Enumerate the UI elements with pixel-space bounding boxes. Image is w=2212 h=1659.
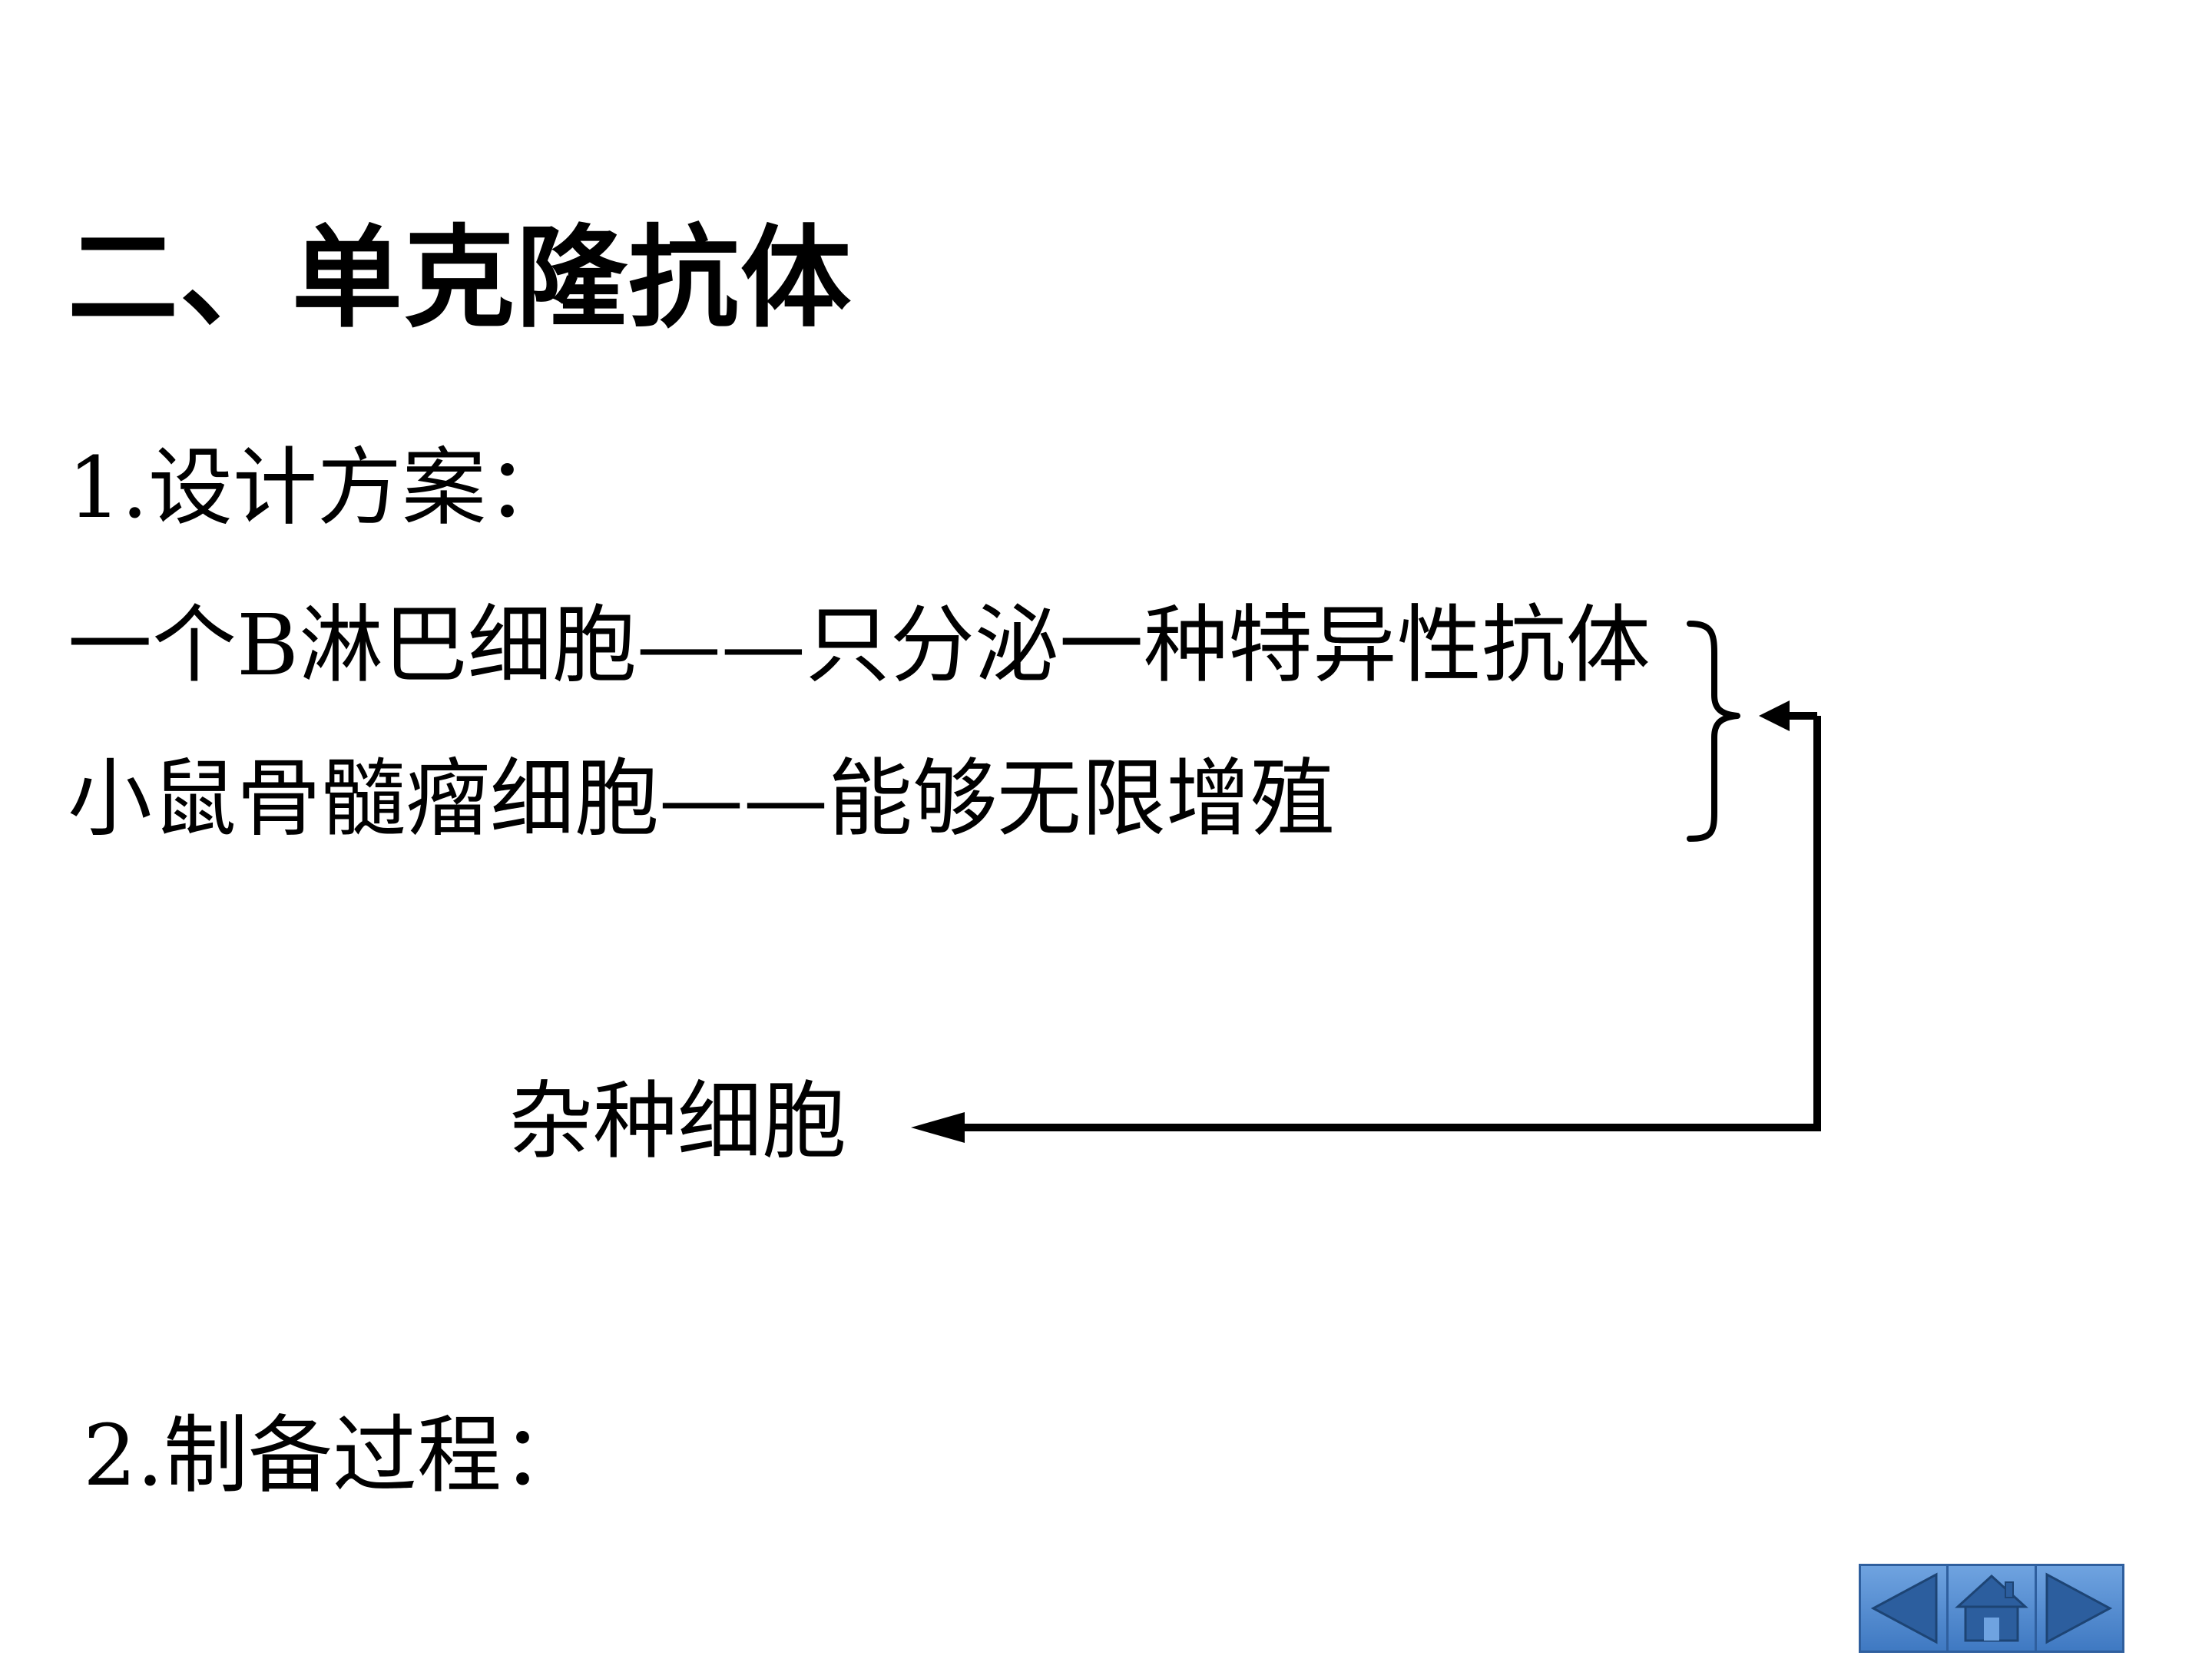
next-button[interactable] — [2036, 1566, 2122, 1651]
section-1-heading: 1.设计方案： — [68, 439, 571, 537]
navigation-bar — [1859, 1564, 2124, 1653]
myeloma-cell-line: 小鼠骨髓瘤细胞——能够无限增殖 — [68, 750, 1335, 848]
triangle-left-icon — [1870, 1572, 1938, 1644]
section-2-heading: 2.制备过程： — [83, 1406, 586, 1505]
curly-brace — [1687, 621, 1740, 842]
arrowhead-bottom — [911, 1112, 965, 1143]
slide-title: 二、单克隆抗体 — [68, 214, 853, 343]
home-button[interactable] — [1949, 1566, 2037, 1651]
hybrid-cell-label: 杂种细胞 — [508, 1072, 846, 1171]
prev-button[interactable] — [1861, 1566, 1949, 1651]
triangle-right-icon — [2045, 1572, 2113, 1644]
b-lymphocyte-line: 一个B淋巴细胞——只分泌一种特异性抗体 — [68, 596, 1651, 694]
home-icon — [1955, 1574, 2028, 1642]
arrowhead-top — [1759, 700, 1790, 731]
